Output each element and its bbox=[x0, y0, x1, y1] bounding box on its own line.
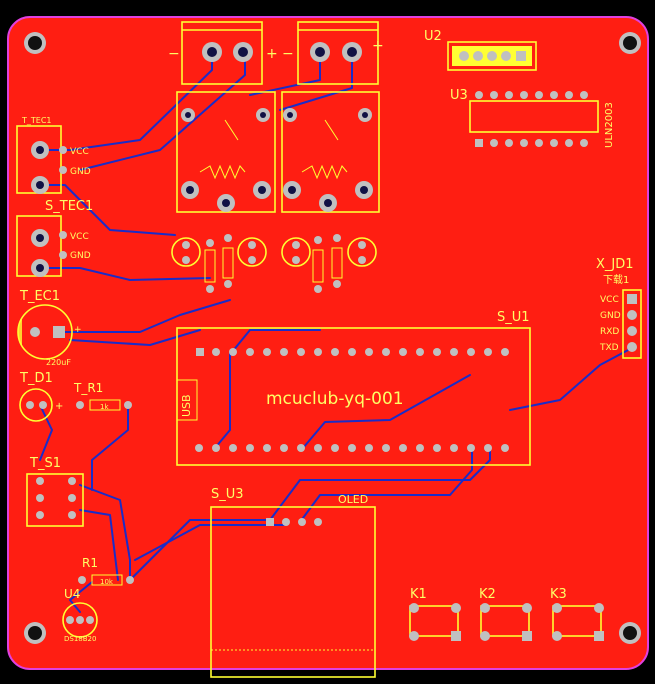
u3-chip: U3 ULN2003 bbox=[450, 88, 615, 148]
board-name: mcuclub-yq-001 bbox=[266, 389, 404, 409]
svg-text:+: + bbox=[74, 325, 82, 335]
t-s1: T_S1 bbox=[26, 456, 84, 527]
connector-right: − + bbox=[282, 21, 384, 85]
u4-sensor: U4 DS18B20 bbox=[62, 587, 98, 643]
t-tec-small-label: T_TEC1 bbox=[21, 116, 52, 125]
t-tec1: T_TEC1 VCC GND bbox=[16, 116, 91, 194]
r10k-label: 10k bbox=[100, 578, 114, 586]
s-tec1-label: S_TEC1 bbox=[45, 199, 93, 214]
svg-text:+: + bbox=[55, 401, 63, 412]
vcc-label-2: VCC bbox=[70, 232, 89, 242]
t-d1-label: T_D1 bbox=[19, 371, 53, 386]
relay-left bbox=[176, 91, 276, 213]
k2-label: K2 bbox=[479, 587, 496, 602]
small-components bbox=[171, 234, 377, 293]
k3-label: K3 bbox=[550, 587, 567, 602]
traces bbox=[39, 51, 633, 613]
t-ec1-capacitor: T_EC1 220uF + bbox=[17, 289, 82, 367]
k2: K2 bbox=[479, 587, 532, 641]
gnd-label-2: GND bbox=[70, 251, 91, 261]
u4-label: U4 bbox=[64, 587, 80, 601]
s-u1-label: S_U1 bbox=[497, 310, 530, 325]
mounting-holes bbox=[24, 32, 641, 644]
txd-label: TXD bbox=[599, 343, 619, 353]
s-u1-module: S_U1 USB mcuclub-yq-001 bbox=[176, 310, 531, 466]
cap-val-label: 220uF bbox=[46, 358, 71, 367]
gnd-label-1: GND bbox=[70, 167, 91, 177]
ds18b20-label: DS18B20 bbox=[64, 635, 96, 643]
svg-text:+: + bbox=[372, 38, 384, 54]
t-ec1-label: T_EC1 bbox=[19, 289, 60, 304]
u3-label: U3 bbox=[450, 88, 468, 103]
u2-header: U2 bbox=[424, 29, 537, 71]
s-u3-label: S_U3 bbox=[211, 487, 244, 502]
usb-label: USB bbox=[180, 394, 193, 417]
connector-left: − + bbox=[168, 21, 278, 85]
u2-label: U2 bbox=[424, 29, 442, 44]
svg-text:+: + bbox=[266, 46, 278, 62]
t-s1-label: T_S1 bbox=[29, 456, 61, 471]
vcc-label-1: VCC bbox=[70, 147, 89, 157]
svg-text:−: − bbox=[168, 46, 180, 62]
relay-right bbox=[281, 91, 380, 213]
board-outline bbox=[7, 16, 649, 670]
uln-label: ULN2003 bbox=[604, 102, 615, 148]
svg-text:−: − bbox=[282, 46, 294, 62]
t-r1: T_R1 1k bbox=[73, 381, 132, 411]
gnd-label-3: GND bbox=[600, 311, 621, 321]
s-u3-oled: S_U3 OLED bbox=[210, 487, 376, 678]
k3: K3 bbox=[550, 587, 604, 641]
vcc-label-3: VCC bbox=[600, 295, 619, 305]
k1: K1 bbox=[409, 587, 461, 641]
r1k-label: 1k bbox=[100, 403, 109, 411]
r1-label: R1 bbox=[82, 556, 98, 570]
x-jd1: X_JD1 下载1 VCC GND RXD TXD bbox=[596, 257, 642, 359]
r1: R1 10k bbox=[78, 556, 134, 586]
rxd-label: RXD bbox=[600, 327, 619, 337]
t-r1-label: T_R1 bbox=[73, 381, 103, 395]
x-jd1-label: X_JD1 bbox=[596, 257, 634, 272]
t-d1: T_D1 + bbox=[19, 371, 63, 422]
s-tec1: S_TEC1 VCC GND bbox=[16, 199, 93, 277]
xiazai-label: 下载1 bbox=[603, 274, 629, 286]
k1-label: K1 bbox=[410, 587, 427, 602]
oled-label: OLED bbox=[338, 493, 368, 506]
